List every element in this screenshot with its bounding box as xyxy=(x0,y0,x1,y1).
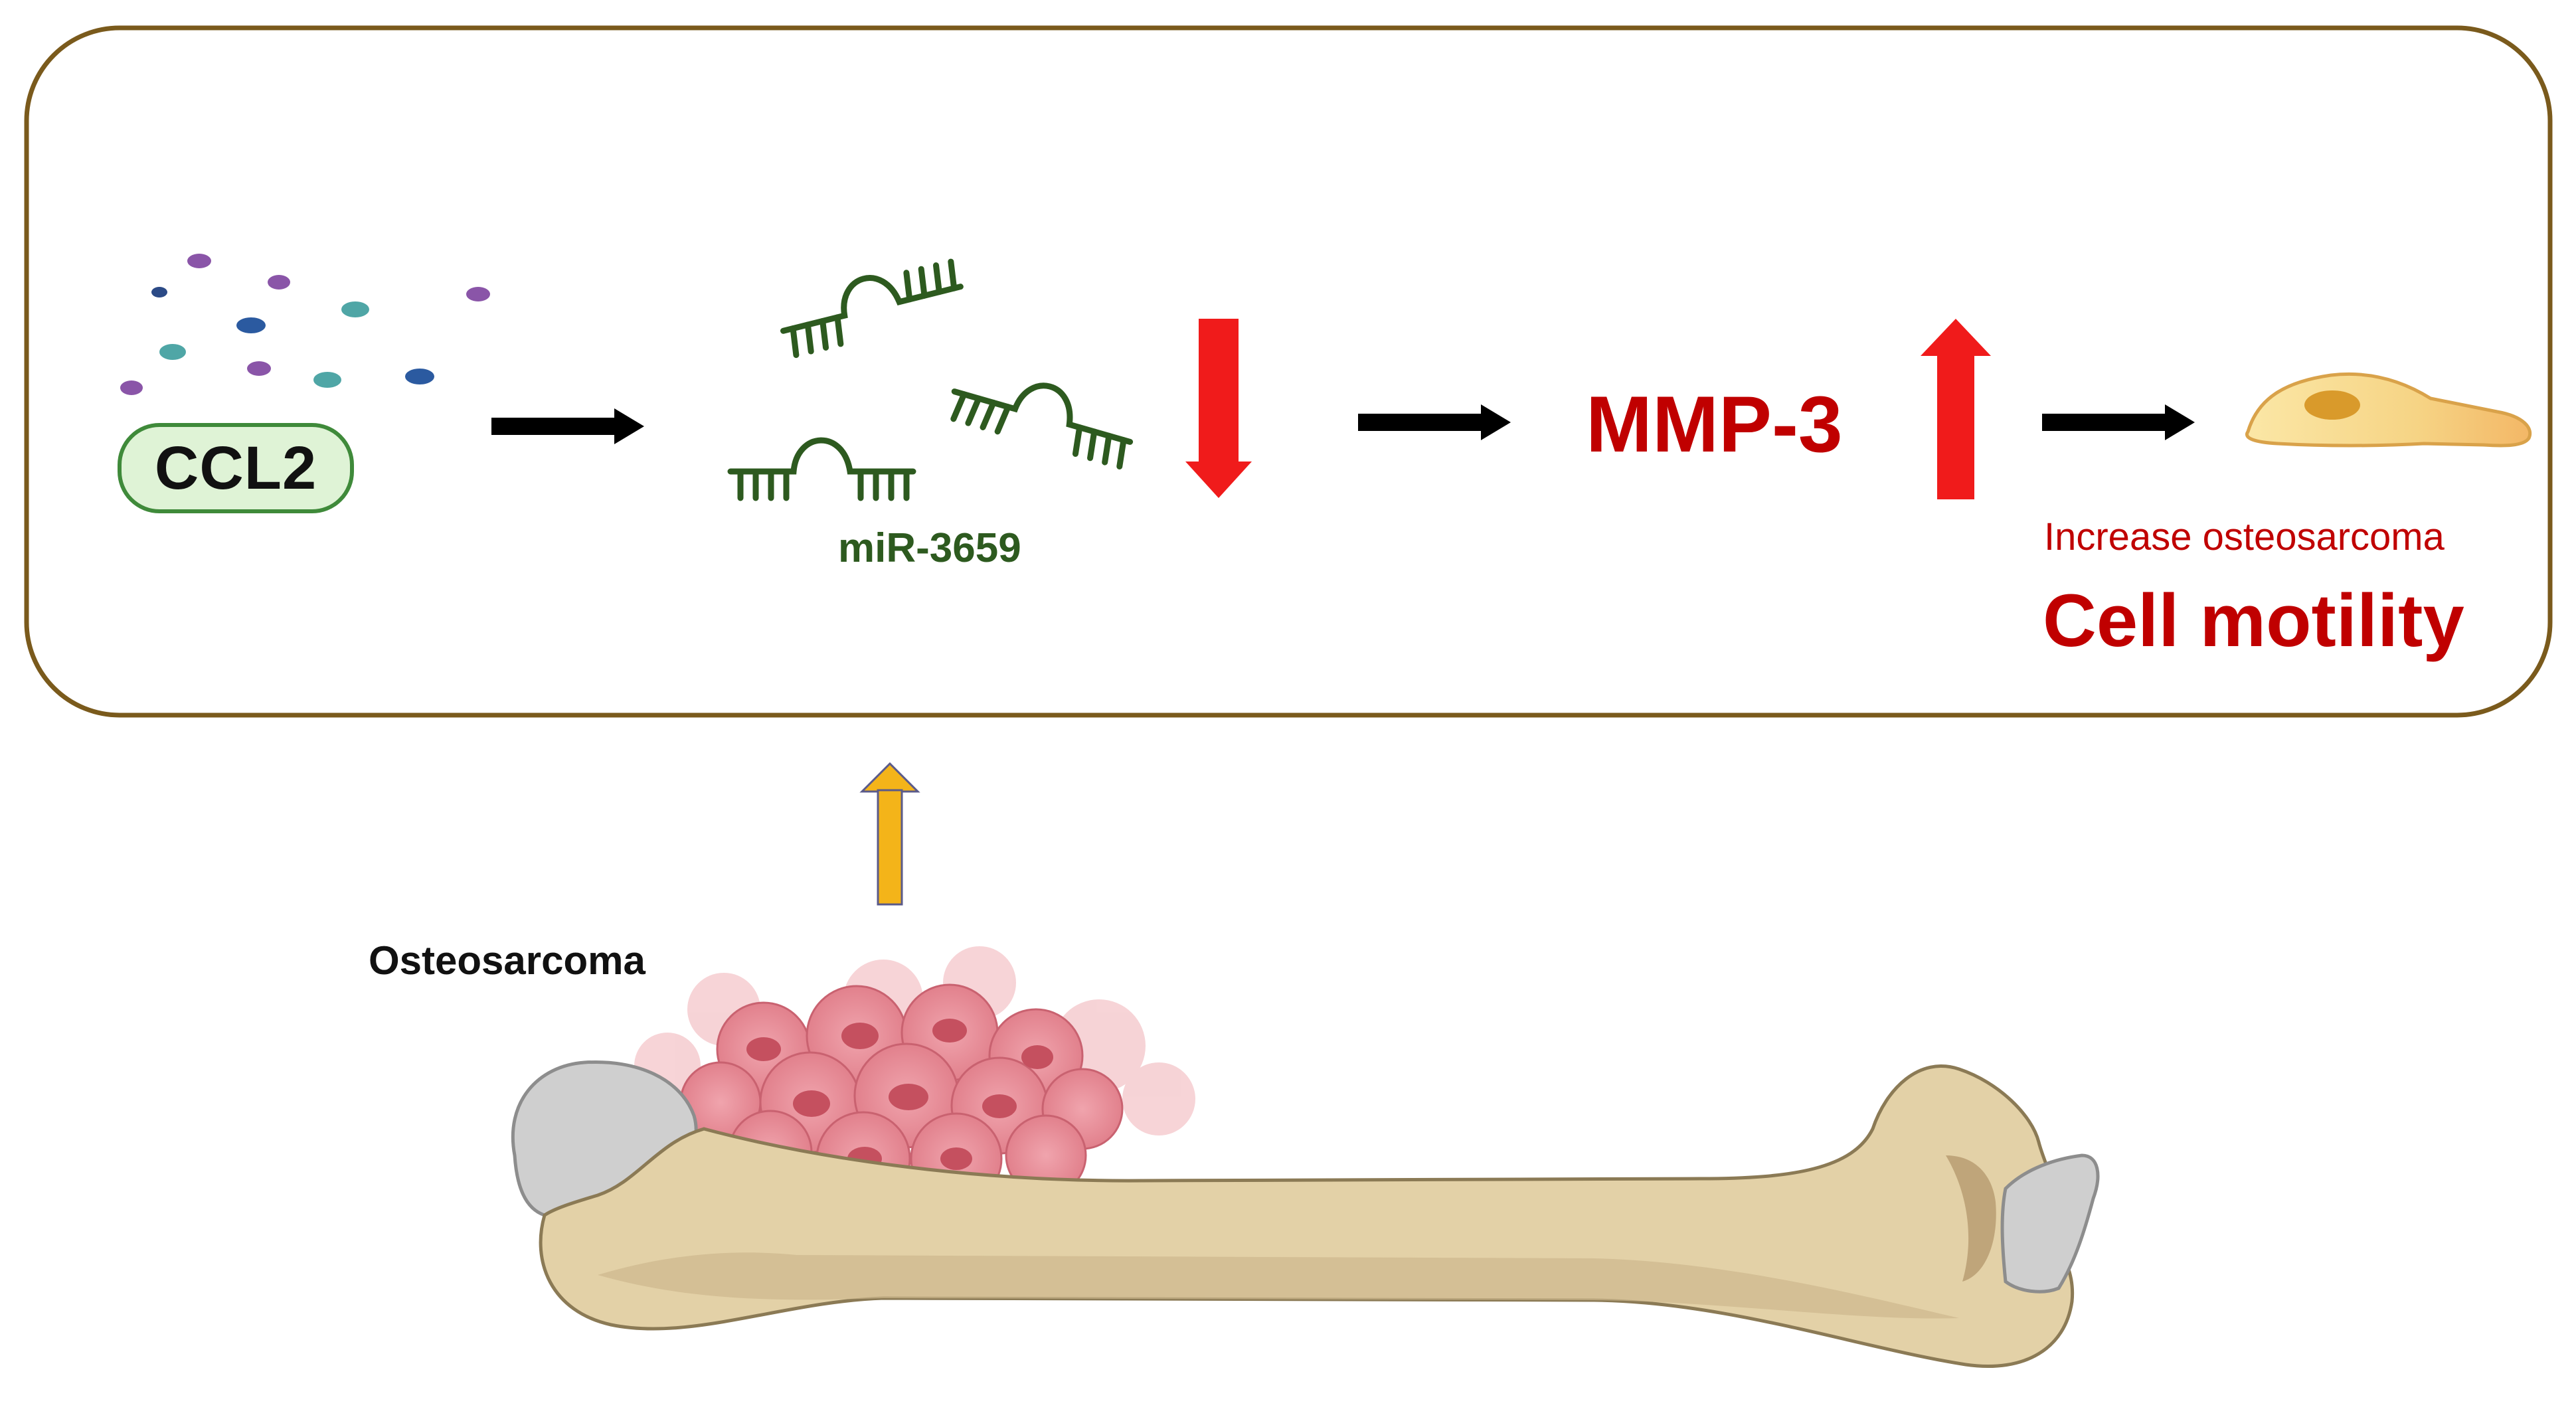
tumor-label: Osteosarcoma xyxy=(369,938,645,983)
yellow-up-arrow-icon xyxy=(859,762,920,906)
mirna-hairpin-icon xyxy=(727,258,1134,501)
arrow-mirna-to-mmp3 xyxy=(1358,404,1511,440)
ccl2-box xyxy=(118,423,354,513)
pathway-frame xyxy=(24,25,2553,718)
tumor-mass-icon xyxy=(634,946,1195,1207)
mmp3-label: MMP-3 xyxy=(1586,380,1843,469)
arrow-ccl2-to-mirna xyxy=(491,408,644,444)
mirna-label: miR-3659 xyxy=(838,525,1021,571)
ccl2-label: CCL2 xyxy=(154,434,317,502)
arrow-mmp3-to-motility xyxy=(2042,404,2195,440)
effect-label-line2: Cell motility xyxy=(2043,579,2464,662)
red-up-arrow-icon xyxy=(1921,319,1991,499)
effect-label-line1: Increase osteosarcoma xyxy=(2044,515,2445,558)
migrating-cell-icon xyxy=(2245,372,2532,448)
chemokine-particles-icon xyxy=(120,254,490,395)
bone-icon xyxy=(511,1060,2100,1369)
red-down-arrow-icon xyxy=(1185,319,1252,498)
